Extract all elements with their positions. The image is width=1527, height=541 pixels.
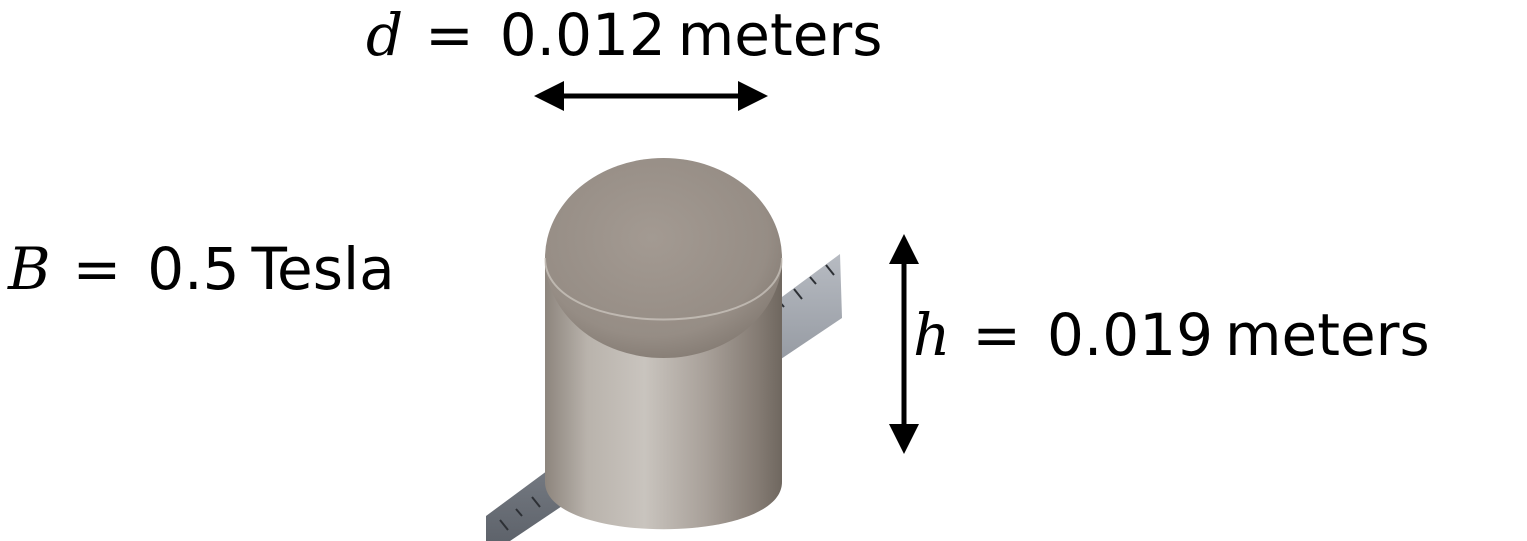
field-equals: = (72, 235, 122, 303)
height-equals: = (972, 301, 1021, 369)
field-value: 0.5 (147, 235, 240, 303)
field-symbol: B (8, 235, 51, 303)
diameter-unit: meters (677, 1, 883, 69)
field-unit: Tesla (251, 235, 395, 303)
diameter-value: 0.012 (499, 1, 666, 69)
height-unit: meters (1225, 301, 1430, 369)
height-value: 0.019 (1046, 301, 1214, 369)
cylinder-magnet (544, 158, 783, 530)
height-symbol: h (913, 301, 951, 369)
diameter-symbol: d (366, 1, 404, 69)
diameter-equals: = (425, 1, 474, 69)
